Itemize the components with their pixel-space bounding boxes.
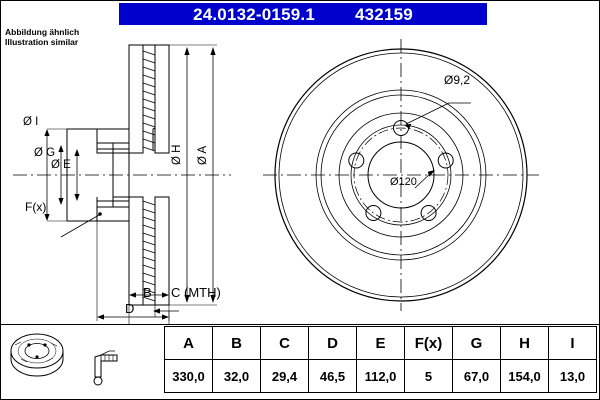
- table-header-i: I: [548, 326, 597, 360]
- label-dia-i: Ø I: [23, 116, 38, 128]
- table-value-fx: 5: [404, 359, 453, 393]
- table-header-row: A B C D E F(x) G H I: [164, 326, 597, 360]
- label-d: D: [125, 301, 134, 316]
- table-value-b: 32,0: [212, 359, 261, 393]
- icon-group: [7, 329, 147, 395]
- part-number: 24.0132-0159.1: [193, 4, 315, 24]
- title-bar: 24.0132-0159.1 432159: [119, 3, 487, 25]
- caliper-measure-icon: [93, 350, 118, 386]
- table-header-h: H: [500, 326, 549, 360]
- table-value-a: 330,0: [164, 359, 213, 393]
- label-pitch-circle-dia: Ø120: [390, 176, 417, 188]
- disc-face-view: [263, 39, 539, 311]
- table-header-a: A: [164, 326, 213, 360]
- label-b: B: [143, 285, 152, 300]
- label-dia-e: Ø E: [51, 159, 71, 171]
- dimensions-table-area: A B C D E F(x) G H I 330,0 32,0 29,4 46,…: [1, 324, 599, 399]
- label-dia-h: Ø H: [171, 145, 183, 165]
- table-value-g: 67,0: [452, 359, 501, 393]
- table-header-d: D: [308, 326, 357, 360]
- reference-number: 432159: [354, 4, 413, 24]
- table-row: 330,0 32,0 29,4 46,5 112,0 5 67,0 154,0 …: [164, 359, 597, 393]
- table-header-e: E: [356, 326, 405, 360]
- illustration-note: Abbildung ähnlich Illustration similar: [5, 27, 79, 47]
- table-header-c: C: [260, 326, 309, 360]
- label-dia-g: Ø G: [34, 147, 55, 159]
- technical-drawing: Ø I Ø G Ø E F(x) Ø H Ø A B C (MTH) D Ø9,…: [1, 25, 599, 325]
- table-value-i: 13,0: [548, 359, 597, 393]
- table-value-d: 46,5: [308, 359, 357, 393]
- table-value-e: 112,0: [356, 359, 405, 393]
- illustration-note-en: Illustration similar: [5, 37, 79, 47]
- label-bolt-hole-dia: Ø9,2: [444, 73, 470, 87]
- table-header-fx: F(x): [404, 326, 453, 360]
- label-dia-a: Ø A: [197, 145, 209, 165]
- table-value-c: 29,4: [260, 359, 309, 393]
- brake-disc-icon: [10, 333, 64, 377]
- illustration-note-de: Abbildung ähnlich: [5, 27, 80, 37]
- label-f-x: F(x): [25, 200, 46, 214]
- table-header-b: B: [212, 326, 261, 360]
- table-header-g: G: [452, 326, 501, 360]
- label-c: C (MTH): [171, 285, 221, 300]
- table-value-h: 154,0: [500, 359, 549, 393]
- disc-cross-section: [13, 44, 231, 325]
- dimensions-table: A B C D E F(x) G H I 330,0 32,0 29,4 46,…: [164, 326, 597, 393]
